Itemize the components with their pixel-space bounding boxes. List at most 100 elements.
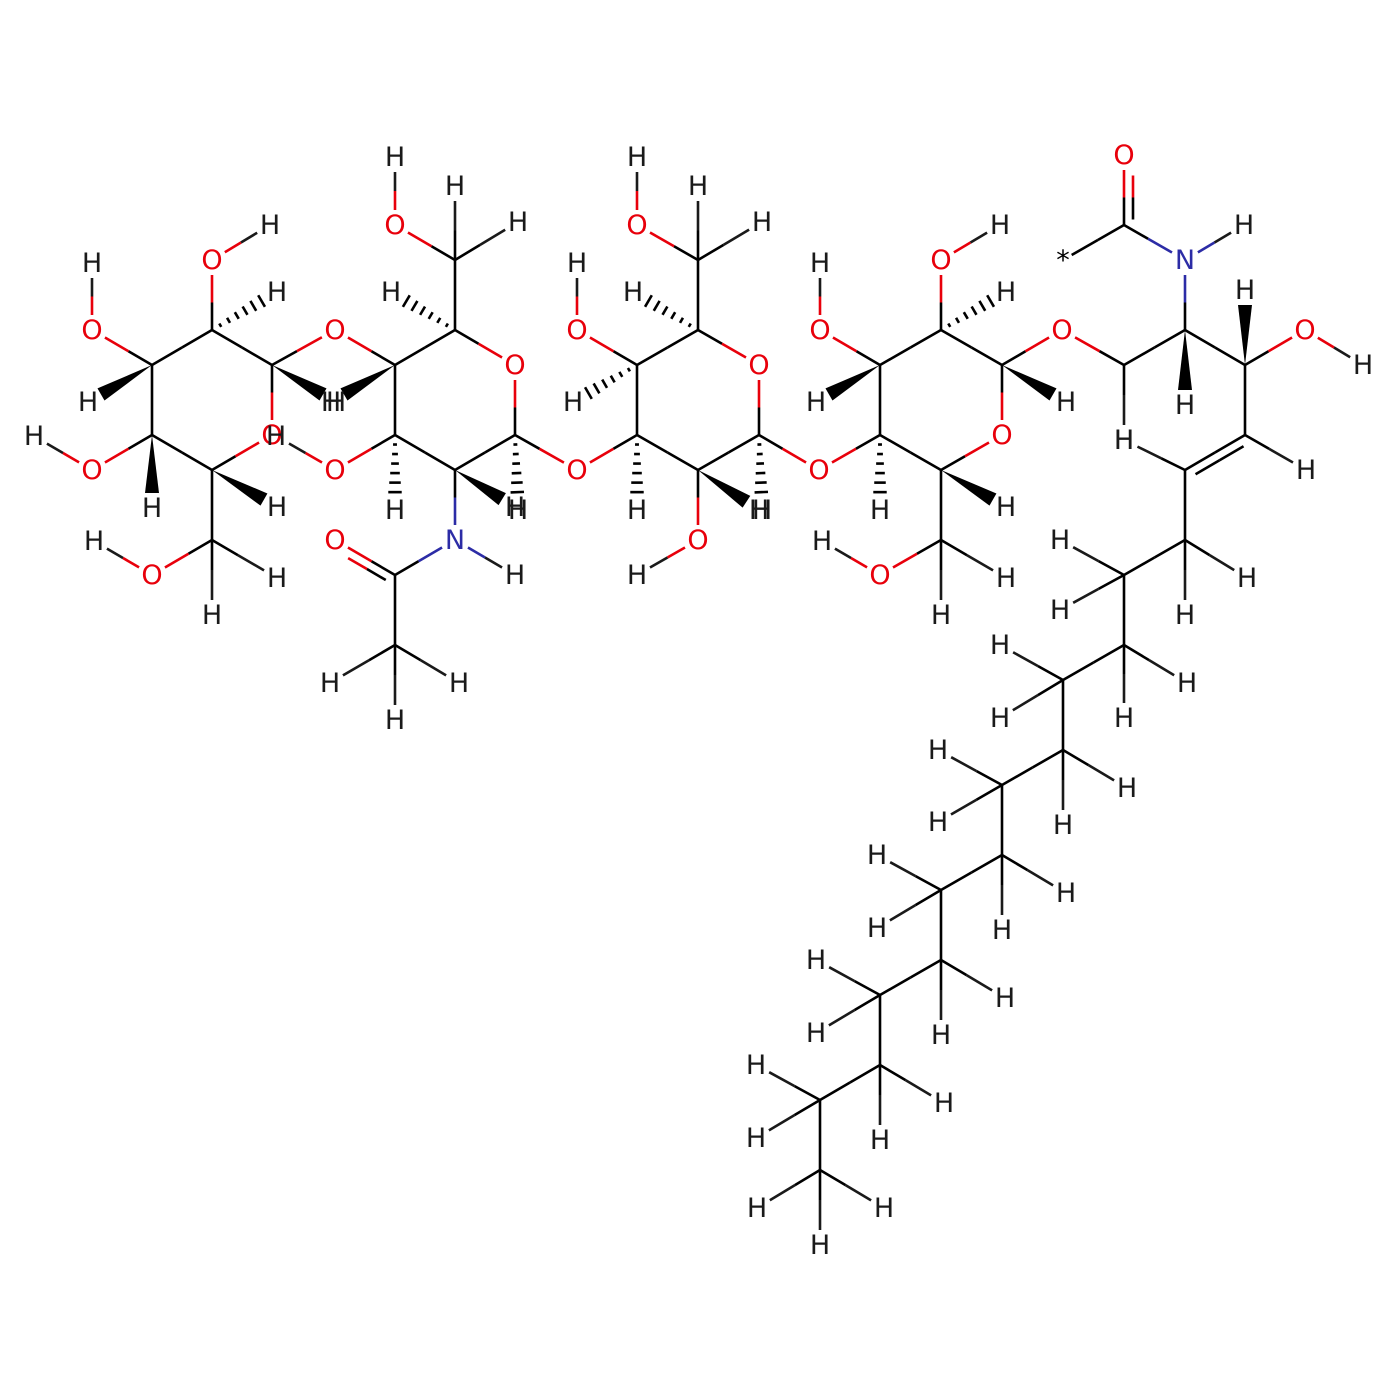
oxygen-label: O	[991, 420, 1012, 451]
wedge-bond-n4-h_n4	[340, 365, 395, 401]
bond-c6-cO6	[916, 538, 942, 555]
bond-s5-s6	[1031, 748, 1064, 769]
wedge-bond-g5-h_g5	[212, 470, 268, 506]
bond-k3-kO3	[1244, 350, 1270, 367]
bond-s8-h_s8b	[914, 888, 942, 907]
bond-a1-a2	[727, 433, 760, 454]
bond-g6-gO6	[187, 538, 213, 555]
oxygen-label: O	[141, 560, 162, 591]
hydrogen-label: H	[867, 840, 887, 871]
bond-aO2-h_aO2	[666, 546, 686, 559]
bond-n6-nO6	[430, 245, 456, 262]
bond-gO2-h_gO2	[224, 241, 242, 254]
bond-s12-h_s12b	[793, 1098, 821, 1117]
bond-kCO-kStar	[1071, 238, 1099, 257]
hydrogen-label: H	[24, 421, 44, 452]
hydrogen-label: H	[1235, 275, 1255, 306]
bond-nMe-h_nMe1	[368, 643, 396, 662]
bond-s5-h_s5a	[1087, 764, 1115, 782]
bond-s9-s10	[909, 958, 942, 979]
hydrogen-label: H	[996, 277, 1016, 308]
bond-s3-s4	[1062, 661, 1095, 682]
hydrogen-label: H	[749, 495, 769, 526]
hydrogen-label: H	[870, 495, 890, 526]
hydrogen-label: H	[810, 1230, 830, 1261]
bond-n1-oN	[538, 447, 565, 464]
bond-oA-c4	[855, 433, 881, 450]
oxygen-label: O	[324, 525, 345, 556]
oxygen-label: O	[324, 455, 345, 486]
oxygen-label: O	[81, 315, 102, 346]
hydrogen-label: H	[84, 526, 104, 557]
bond-s1-s2	[1123, 556, 1156, 577]
hash-bond-a5-h_a5	[678, 317, 685, 324]
hydrogen-label: H	[752, 207, 772, 238]
hydrogen-label: H	[931, 1020, 951, 1051]
hydrogen-label: H	[810, 248, 830, 279]
bond-g4-gO4	[104, 447, 130, 464]
bond-s1-h_s1a	[1208, 553, 1235, 572]
hydrogen-label: H	[806, 1018, 826, 1049]
hydrogen-label: H	[990, 210, 1010, 241]
bond-c4-c5	[909, 451, 942, 472]
bond-cO6-h_cO6	[850, 556, 868, 569]
bond-c1-oC	[1024, 336, 1050, 353]
bond-kN-kCO	[1123, 223, 1149, 240]
bond-a1-a2	[697, 451, 730, 472]
hydrogen-label: H	[1056, 878, 1076, 909]
hydrogen-label: H	[1175, 390, 1195, 421]
bond-c5-cO5	[964, 441, 990, 458]
hydrogen-label: H	[627, 142, 647, 173]
hydrogen-label: H	[867, 913, 887, 944]
oxygen-label: O	[566, 455, 587, 486]
wedge-bond-c1-h_c1	[1002, 365, 1057, 401]
oxygen-label: O	[1051, 315, 1072, 346]
bond-s10-h_s10b	[828, 1009, 856, 1027]
bond-s7-h_s7a	[1026, 869, 1054, 887]
bond-g6-h_g6a	[237, 554, 265, 572]
hydrogen-label: H	[505, 492, 525, 523]
bond-n6-h_n6b	[479, 228, 506, 246]
hydrogen-label: H	[806, 387, 826, 418]
bond-g1-oG	[296, 336, 323, 353]
hydrogen-label: H	[996, 563, 1016, 594]
nitrogen-label: N	[1175, 245, 1195, 276]
hash-bond-n5-h_n5	[418, 305, 427, 316]
hydrogen-label: H	[996, 492, 1016, 523]
bond-k2-k3	[1184, 328, 1216, 349]
bond-oC-k1	[1074, 336, 1101, 353]
bond-g5-gO5	[234, 441, 260, 458]
bond-s13-h_s13a	[769, 1184, 796, 1202]
hydrogen-label: H	[627, 560, 647, 591]
bond-gO2-h_gO2	[240, 231, 258, 244]
wedge-bond-k2-h_k2	[1178, 330, 1192, 390]
bond-a1-oA	[781, 447, 807, 464]
bond-n1-oN	[514, 433, 541, 450]
hydrogen-label: H	[1117, 773, 1137, 804]
wedge-bond-c3-h_c3	[825, 365, 880, 401]
wedge-bond-c5-h_c5	[941, 470, 997, 506]
bond-s3-s4	[1092, 643, 1125, 664]
wedge-bond-a2-h_a2	[698, 470, 751, 508]
hydrogen-label: H	[747, 1193, 767, 1224]
bond-double-k4-k5	[1194, 459, 1221, 476]
bond-a4-a5	[636, 346, 669, 367]
oxygen-label: O	[626, 210, 647, 241]
bond-n2-n3	[394, 433, 426, 454]
attachment-point-label: *	[1056, 245, 1070, 276]
bond-s13-h_s13b	[819, 1168, 847, 1187]
bond-s4-h_s4b	[1012, 694, 1039, 712]
bond-kN-h_kN	[1197, 241, 1216, 254]
bond-s11-s12	[849, 1063, 881, 1084]
hydrogen-label: H	[260, 210, 280, 241]
hydrogen-label: H	[870, 1125, 890, 1156]
hash-bond-g2-h_g2	[257, 294, 267, 308]
bond-s12-h_s12a	[768, 1071, 796, 1088]
oxygen-label: O	[1113, 140, 1134, 171]
hash-bond-g2-h_g2	[249, 300, 258, 312]
bond-oG-n4	[370, 350, 396, 367]
bond-s2-h_s2a	[1097, 559, 1125, 577]
bond-n6-h_n6b	[454, 243, 481, 262]
